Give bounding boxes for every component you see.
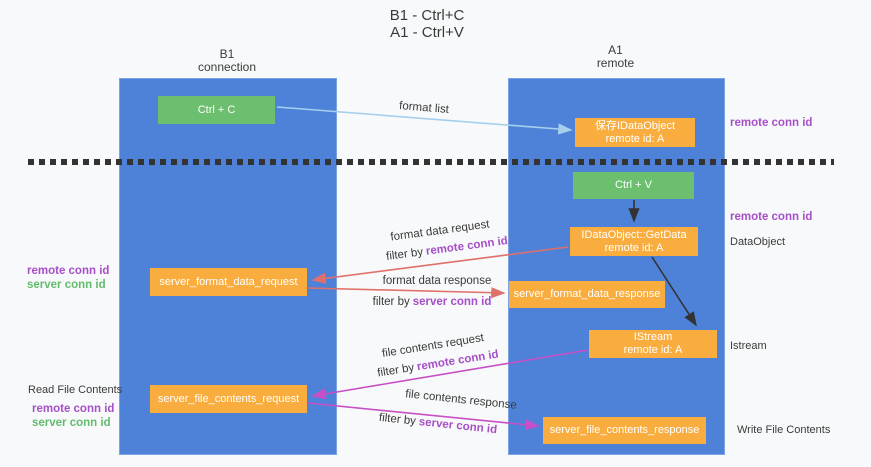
- node-server-format-data-request: server_format_data_request: [150, 268, 307, 296]
- right-remote-conn-id-mid-label: remote conn id: [730, 211, 813, 223]
- filter-by-text: filter by: [376, 361, 416, 380]
- lane-b1-name: B1: [219, 47, 235, 61]
- file-contents-response-label: file contents response: [404, 388, 518, 412]
- lane-a1-role: remote: [596, 56, 635, 70]
- node-save-idataobject-line2: remote id: A: [605, 132, 665, 145]
- lane-b1-role: connection: [197, 60, 257, 74]
- remote-conn-id-text: remote conn id: [425, 235, 509, 258]
- left-remote-conn-id-file-label: remote conn id: [32, 403, 115, 415]
- server-conn-id-text: server conn id: [412, 296, 492, 308]
- node-format-response-label: server_format_data_response: [513, 288, 661, 300]
- node-ctrl-v: Ctrl + V: [573, 172, 694, 199]
- dashed-separator: [28, 159, 834, 165]
- left-read-file-contents-label: Read File Contents: [28, 384, 123, 396]
- filter-by-text: filter by: [378, 411, 417, 428]
- node-idataobject-getdata: IDataObject::GetData remote id: A: [570, 227, 698, 256]
- diagram-title-line1: B1 - Ctrl+C: [389, 7, 465, 24]
- node-istream-line2: remote id: A: [623, 344, 683, 356]
- node-save-idataobject-line1: 保存IDataObject: [594, 119, 676, 132]
- left-server-conn-id-format-label: server conn id: [27, 279, 106, 291]
- right-remote-conn-id-top-label: remote conn id: [730, 117, 813, 129]
- node-getdata-line2: remote id: A: [604, 241, 664, 254]
- right-istream-label: Istream: [730, 340, 767, 352]
- right-write-file-contents-label: Write File Contents: [737, 424, 831, 436]
- format-data-response-label: format data response: [382, 275, 492, 287]
- node-server-file-contents-request: server_file_contents_request: [150, 385, 307, 413]
- diagram-title-line2: A1 - Ctrl+V: [390, 24, 464, 41]
- node-ctrl-c-label: Ctrl + C: [197, 103, 236, 116]
- node-file-request-label: server_file_contents_request: [157, 392, 300, 405]
- node-ctrl-c: Ctrl + C: [158, 96, 275, 124]
- node-server-format-data-response: server_format_data_response: [509, 281, 665, 308]
- right-dataobject-label: DataObject: [730, 236, 786, 248]
- node-save-idataobject: 保存IDataObject remote id: A: [575, 118, 695, 147]
- node-istream: IStream remote id: A: [589, 330, 717, 358]
- lane-header-b1: B1 connection: [119, 48, 335, 74]
- left-server-conn-id-file-label: server conn id: [32, 417, 111, 429]
- lane-header-a1: A1 remote: [508, 44, 723, 70]
- format-list-label: format list: [398, 100, 450, 116]
- lane-a1-name: A1: [608, 43, 623, 57]
- node-ctrl-v-label: Ctrl + V: [615, 179, 652, 191]
- filter-by-text: filter by: [385, 246, 424, 263]
- node-file-response-label: server_file_contents_response: [549, 424, 700, 436]
- format-data-response-arrow: [307, 287, 506, 299]
- filter-by-text: filter by: [372, 296, 410, 308]
- left-remote-conn-id-format-label: remote conn id: [27, 265, 110, 277]
- node-getdata-line1: IDataObject::GetData: [581, 228, 687, 241]
- node-istream-line1: IStream: [633, 331, 673, 343]
- node-server-file-contents-response: server_file_contents_response: [543, 417, 706, 444]
- node-format-request-label: server_format_data_request: [159, 275, 298, 288]
- server-conn-id-text: server conn id: [418, 416, 498, 437]
